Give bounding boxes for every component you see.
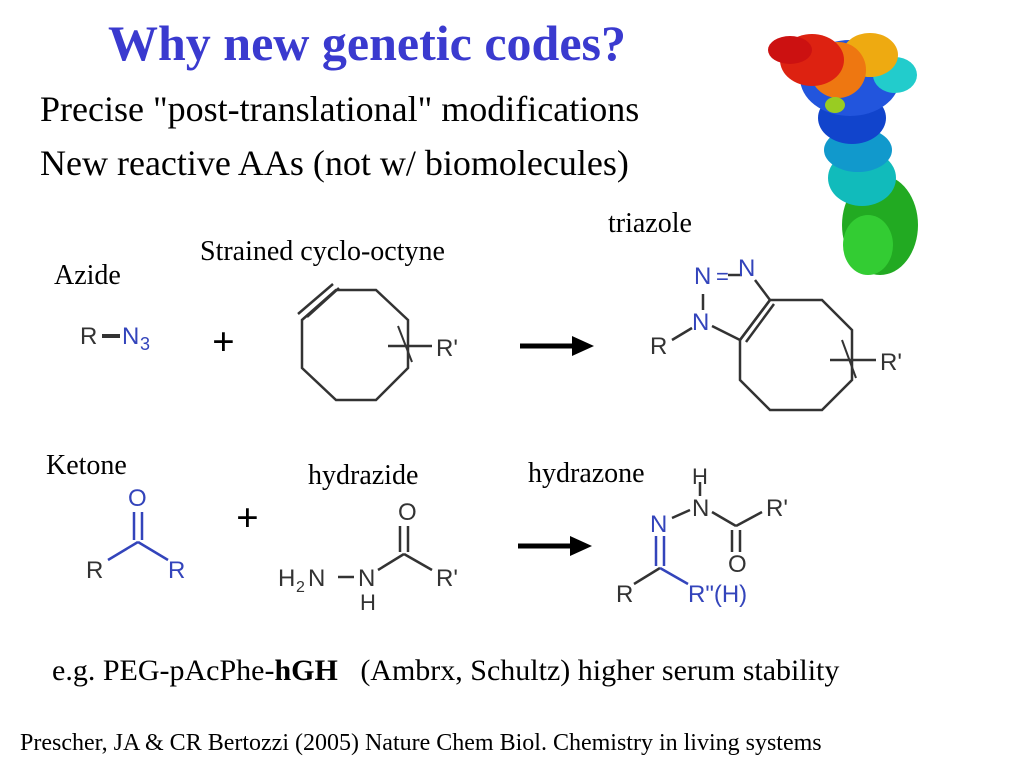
cyclooctyne-r: R' — [436, 335, 458, 362]
ketone-r-right: R — [168, 557, 185, 584]
hydrazone-oxygen: O — [728, 551, 747, 578]
hydrazone-n1: N — [692, 495, 709, 522]
azide-structure: R N 3 — [80, 323, 150, 354]
hydrazide-h2n: H — [278, 565, 295, 592]
example-prefix: e.g. PEG-pAcPhe- — [52, 654, 275, 687]
hydrazone-r-prime: R' — [766, 495, 788, 522]
ketone-structure — [107, 512, 169, 562]
triazole-r: R — [650, 333, 667, 360]
hydrazide-h: H — [360, 590, 376, 615]
triazole-n1: N — [692, 309, 709, 336]
hydrazide-n1: N — [308, 565, 325, 592]
label-hydrazone: hydrazone — [528, 458, 645, 489]
ketone-oxygen: O — [128, 485, 147, 512]
triazole-double-bond: = — [716, 264, 729, 289]
triazole-n3: N — [738, 255, 755, 282]
hydrazide-subscript: 2 — [296, 579, 305, 596]
label-azide: Azide — [54, 260, 121, 291]
hydrazone-r-double-prime: R"(H) — [688, 581, 747, 608]
hydrazide-n2: N — [358, 565, 375, 592]
hydrazone-h: H — [692, 464, 708, 489]
example-suffix: (Ambrx, Schultz) higher serum stability — [337, 654, 840, 687]
hydrazide-r: R' — [436, 565, 458, 592]
protein-structure-image — [768, 33, 918, 275]
citation: Prescher, JA & CR Bertozzi (2005) Nature… — [20, 730, 822, 756]
plus-sign-bottom: + — [236, 495, 259, 540]
reaction-arrow-icon — [520, 336, 594, 356]
plus-sign-top: + — [212, 319, 235, 364]
label-cyclooctyne: Strained cyclo-octyne — [200, 236, 445, 267]
azide-r: R — [80, 323, 97, 350]
bullet-post-translational: Precise "post-translational" modificatio… — [40, 89, 640, 129]
label-triazole: triazole — [608, 208, 692, 239]
label-hydrazide: hydrazide — [308, 460, 419, 491]
hydrazone-n2: N — [650, 511, 667, 538]
slide-title: Why new genetic codes? — [108, 15, 626, 71]
example-line: e.g. PEG-pAcPhe-hGH (Ambrx, Schultz) hig… — [52, 654, 839, 688]
hydrazide-oxygen: O — [398, 499, 417, 526]
triazole-structure — [671, 273, 876, 412]
azide-n: N — [122, 323, 139, 350]
triazole-r-prime: R' — [880, 349, 902, 376]
hydrazone-structure — [633, 482, 763, 586]
hydrazide-structure — [338, 526, 433, 579]
azide-subscript: 3 — [140, 334, 150, 354]
example-bold: hGH — [274, 654, 338, 687]
ketone-r-left: R — [86, 557, 103, 584]
reaction-arrow-icon — [518, 536, 592, 556]
hydrazone-r: R — [616, 581, 633, 608]
cyclooctyne-structure — [297, 283, 432, 402]
triazole-n2: N — [694, 263, 711, 290]
bullet-new-reactive-aas: New reactive AAs (not w/ biomolecules) — [40, 143, 629, 183]
label-ketone: Ketone — [46, 450, 127, 481]
